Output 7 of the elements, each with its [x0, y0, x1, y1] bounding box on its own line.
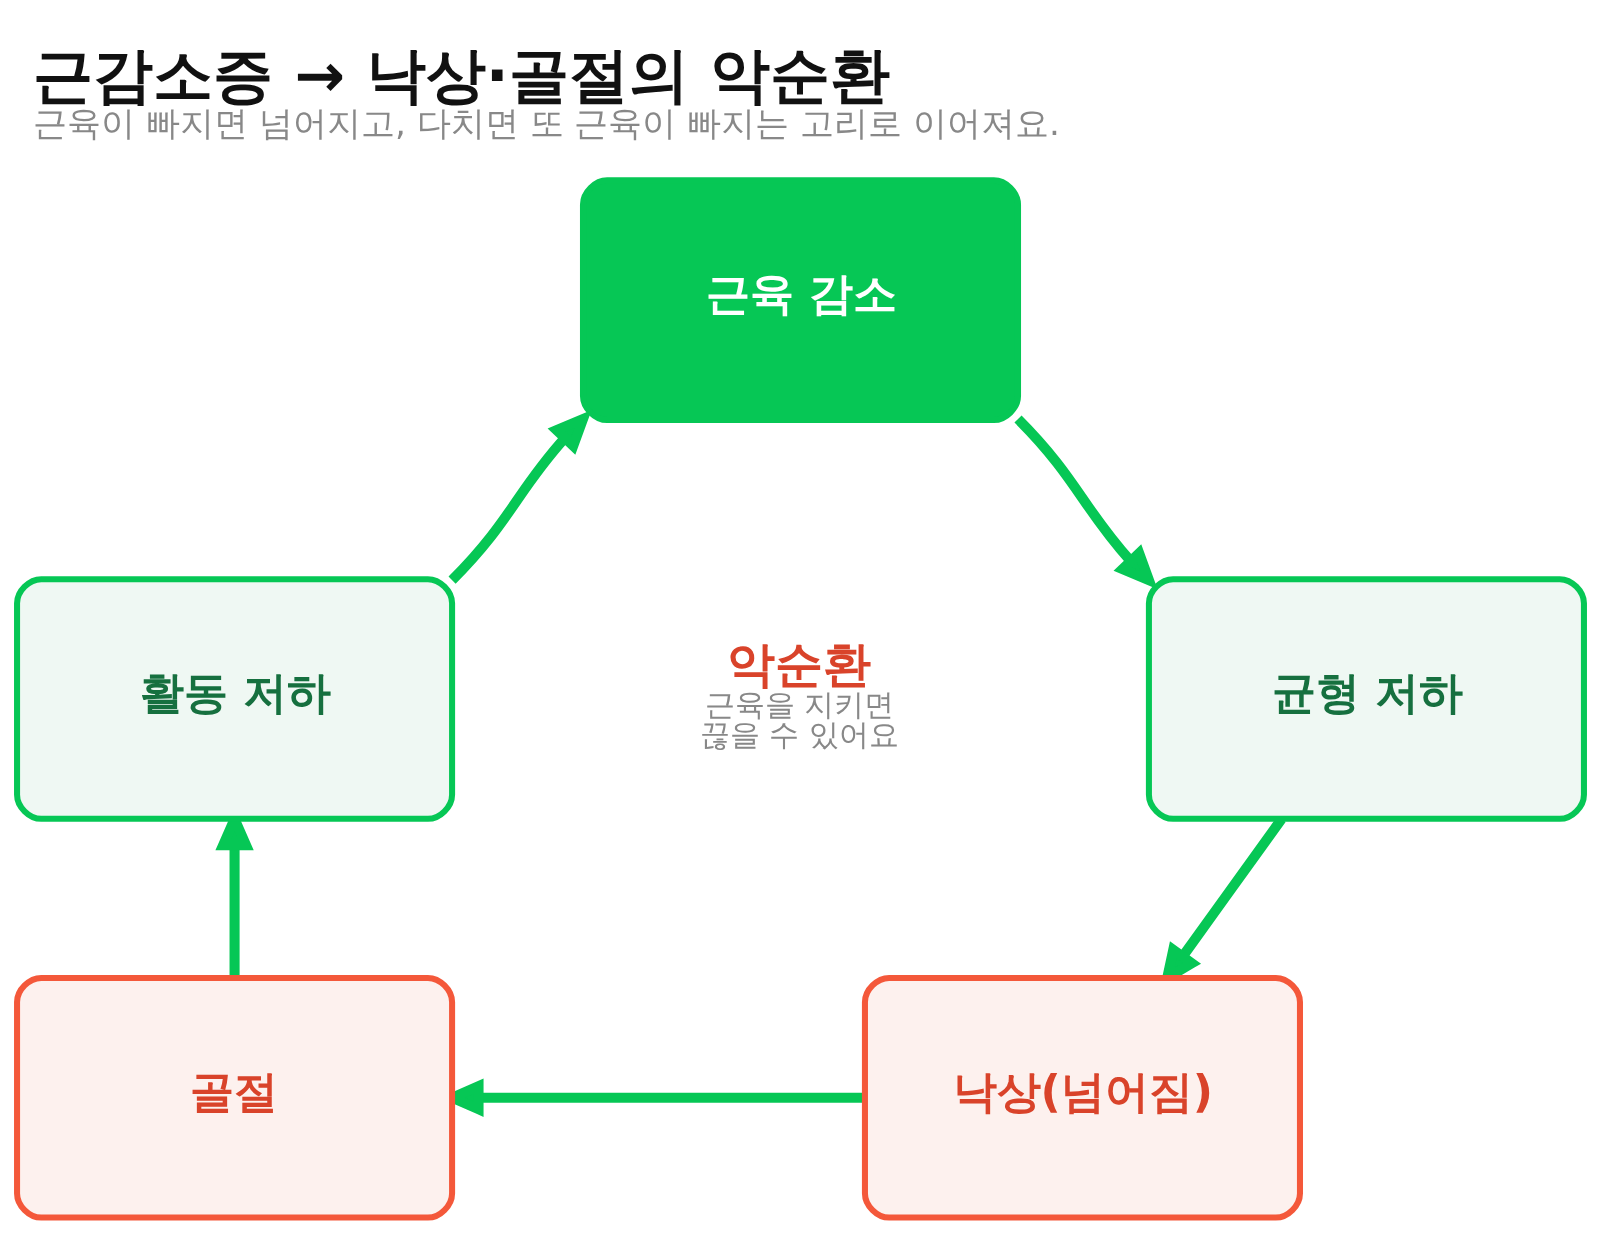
- arrow: [447, 409, 592, 584]
- node-box: 균형 저하: [1145, 575, 1587, 822]
- arrow: [1013, 415, 1158, 589]
- node-box: 근육 감소: [579, 176, 1021, 423]
- node-box: 낙상(넘어짐): [861, 974, 1303, 1221]
- node-box: 활동 저하: [13, 575, 455, 822]
- node-box: 골절: [13, 974, 455, 1221]
